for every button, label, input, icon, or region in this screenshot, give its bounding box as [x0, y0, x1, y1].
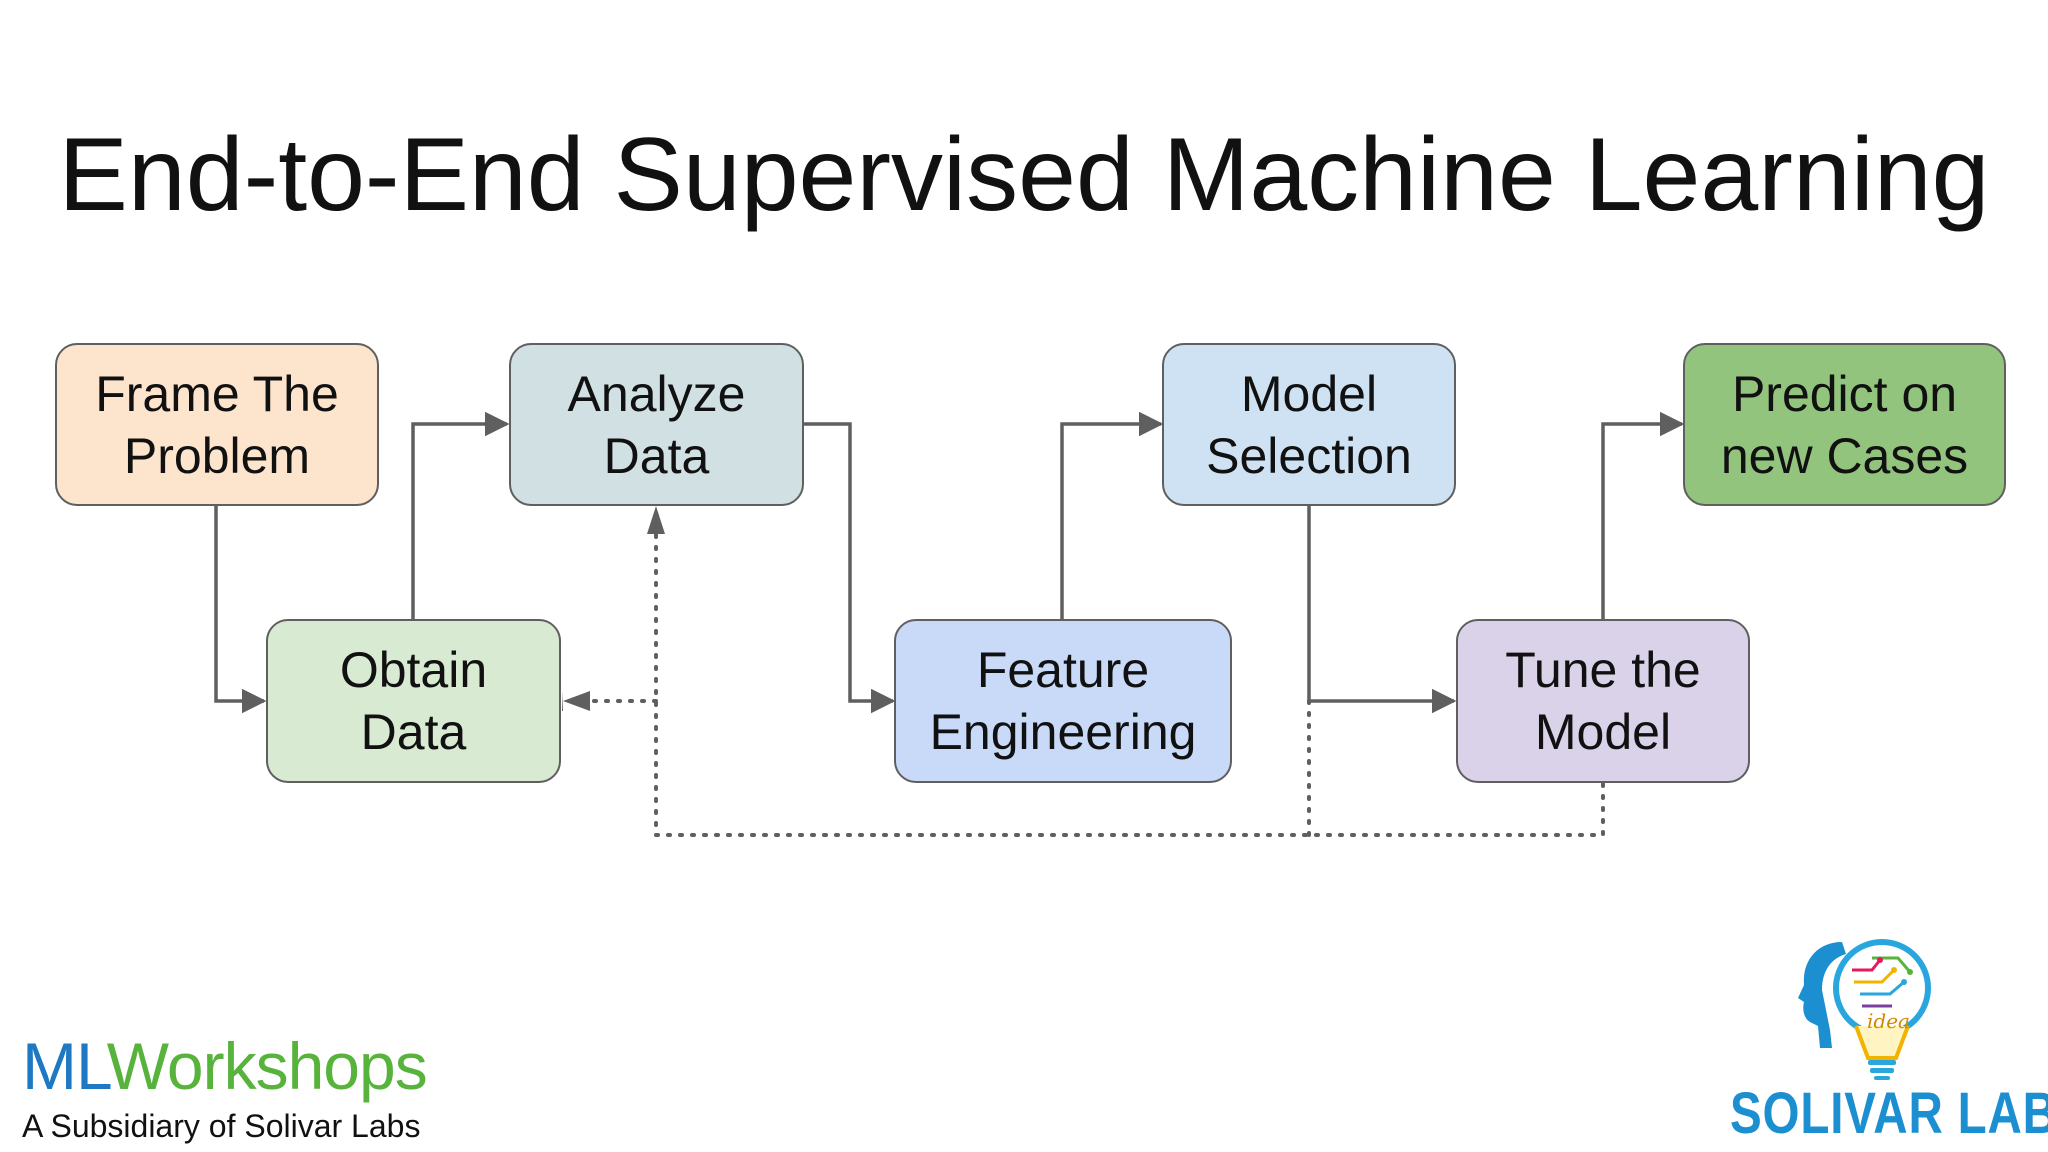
step-analyze-label: Analyze Data — [567, 365, 746, 484]
solivar-labs-logo: idea SOLIVAR LABS — [1722, 930, 2048, 1150]
wordmark-ml: ML — [22, 1029, 108, 1103]
wordmark-workshops: Workshops — [106, 1029, 428, 1103]
step-obtain-data: Obtain Data — [266, 619, 561, 783]
arrow-feature-to-model-selection — [1060, 411, 1164, 619]
mlworkshops-logo: MLWorkshops A Subsidiary of Solivar Labs — [22, 1028, 428, 1145]
step-predict-label: Predict on new Cases — [1720, 365, 1969, 484]
step-obtain-label: Obtain Data — [339, 642, 488, 760]
step-analyze-data: Analyze Data — [509, 343, 804, 506]
arrow-analyze-to-feature — [804, 422, 896, 714]
step-feature-engineering: Feature Engineering — [894, 619, 1232, 783]
step-predict-on-new-cases: Predict on new Cases — [1683, 343, 2006, 506]
slide-title: End-to-End Supervised Machine Learning — [58, 117, 1990, 233]
arrow-tune-to-predict — [1601, 411, 1685, 619]
feedback-arrowhead-analyze — [647, 506, 665, 534]
feedback-arrowhead-obtain — [562, 691, 563, 711]
subsidiary-caption: A Subsidiary of Solivar Labs — [22, 1108, 421, 1144]
step-feature-label: Feature Engineering — [929, 642, 1197, 760]
svg-text:idea: idea — [1867, 1009, 1910, 1033]
step-tune-the-model: Tune the Model — [1456, 619, 1750, 783]
arrow-model-selection-to-tune — [1307, 506, 1457, 714]
step-tune-label: Tune the Model — [1505, 642, 1701, 760]
lightbulb-head-icon: idea — [1798, 939, 1931, 1080]
step-model-selection-label: Model Selection — [1206, 365, 1412, 484]
arrow-frame-to-obtain — [214, 506, 267, 714]
mlworkshops-wordmark: MLWorkshops — [22, 1028, 428, 1104]
step-frame-the-problem: Frame The Problem — [55, 343, 379, 506]
solivar-labs-wordmark: SOLIVAR LABS — [1730, 1081, 2048, 1146]
step-model-selection: Model Selection — [1162, 343, 1456, 506]
step-frame-label: Frame The Problem — [95, 365, 339, 484]
arrow-obtain-to-analyze — [411, 411, 510, 619]
feedback-loop-tune — [654, 522, 1605, 837]
